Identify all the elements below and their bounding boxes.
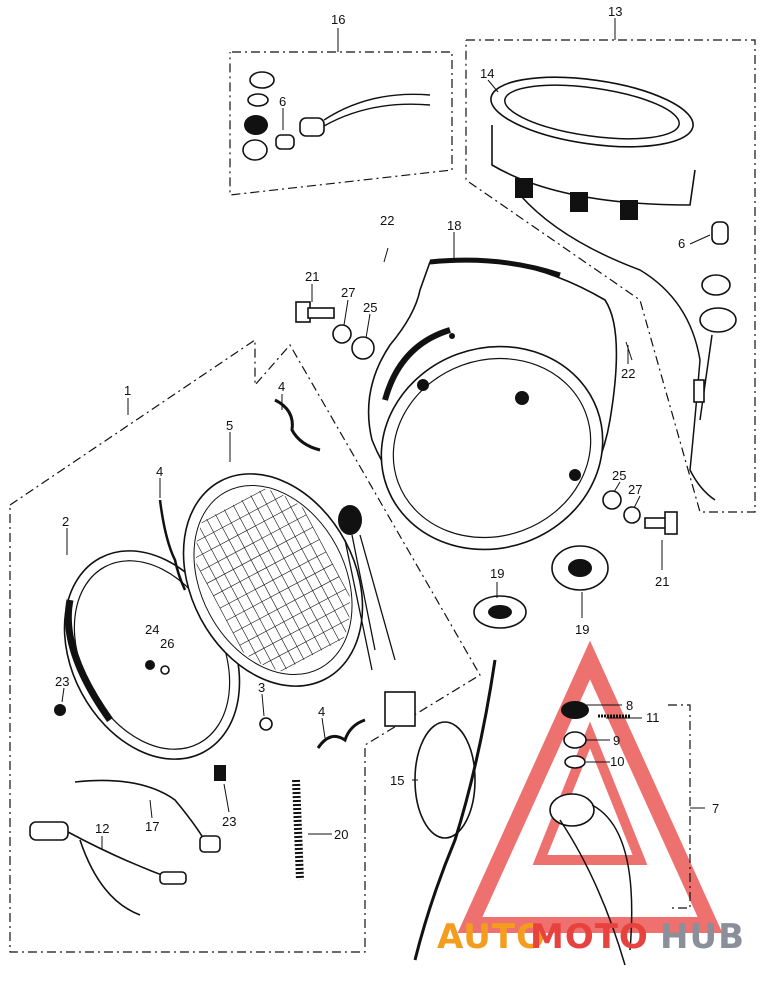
screws (54, 660, 273, 781)
callout-11: 11 (646, 710, 660, 725)
callout-7: 7 (712, 801, 719, 816)
watermark-logo (457, 640, 723, 933)
indicator-assembly-7 (549, 701, 633, 966)
callout-10: 10 (610, 754, 624, 769)
callout-4c: 4 (318, 704, 325, 719)
callout-26: 26 (160, 636, 174, 651)
callout-5: 5 (226, 418, 233, 433)
group-1-box (9, 338, 481, 953)
callout-6b: 6 (678, 236, 685, 251)
spring-clip-4a (274, 398, 321, 452)
callout-13: 13 (608, 4, 622, 19)
harness-12 (29, 821, 187, 916)
callout-23a: 23 (55, 674, 69, 689)
speedometer (490, 76, 716, 501)
callout-16: 16 (331, 12, 345, 27)
callout-14: 14 (480, 66, 494, 81)
callout-19a: 19 (490, 566, 504, 581)
watermark-text: AUTO MOTO HUB (437, 917, 745, 957)
indicator-bulb-set (242, 71, 431, 161)
callout-6a: 6 (279, 94, 286, 109)
callout-4a: 4 (278, 379, 285, 394)
group-16-box (229, 51, 453, 196)
callout-25a: 25 (363, 300, 377, 315)
callout-21b: 21 (655, 574, 669, 589)
callout-12: 12 (95, 821, 109, 836)
pilot-lamp-socket-17 (74, 779, 211, 851)
callout-2: 2 (62, 514, 69, 529)
spring-clip-4b (158, 499, 187, 591)
callout-27a: 27 (341, 285, 355, 300)
callout-9: 9 (613, 733, 620, 748)
watermark-auto: AUTO (437, 917, 546, 957)
callout-27b: 27 (628, 482, 642, 497)
callout-3: 3 (258, 680, 265, 695)
leader-lines (61, 18, 711, 850)
mount-bolt-right (602, 490, 678, 535)
indicator-sockets (693, 221, 737, 421)
callout-4b: 4 (156, 464, 163, 479)
callout-25b: 25 (612, 468, 626, 483)
callout-8: 8 (626, 698, 633, 713)
callout-20: 20 (334, 827, 348, 842)
callout-21a: 21 (305, 269, 319, 284)
grommets (473, 545, 609, 629)
watermark-hub: HUB (660, 917, 745, 957)
headlight-shell (367, 257, 618, 551)
callout-23b: 23 (222, 814, 236, 829)
group-13-box (465, 39, 756, 513)
callout-1: 1 (124, 383, 131, 398)
callout-17: 17 (145, 819, 159, 834)
spring-clip-4c (316, 718, 366, 749)
callout-24: 24 (145, 622, 159, 637)
callout-22a: 22 (380, 213, 394, 228)
group-7-box (668, 704, 691, 909)
callout-22b: 22 (621, 366, 635, 381)
watermark-moto: MOTO (530, 917, 649, 957)
mount-bolt-left (295, 301, 375, 360)
callout-labels: 1 2 3 4 4 4 5 6 6 7 8 9 10 11 12 13 14 1… (55, 4, 719, 842)
callout-18: 18 (447, 218, 461, 233)
callout-15: 15 (390, 773, 404, 788)
sealed-beam-unit (179, 473, 416, 727)
speedometer-cable (413, 659, 497, 961)
adjust-spring (292, 779, 304, 881)
callout-19b: 19 (575, 622, 589, 637)
